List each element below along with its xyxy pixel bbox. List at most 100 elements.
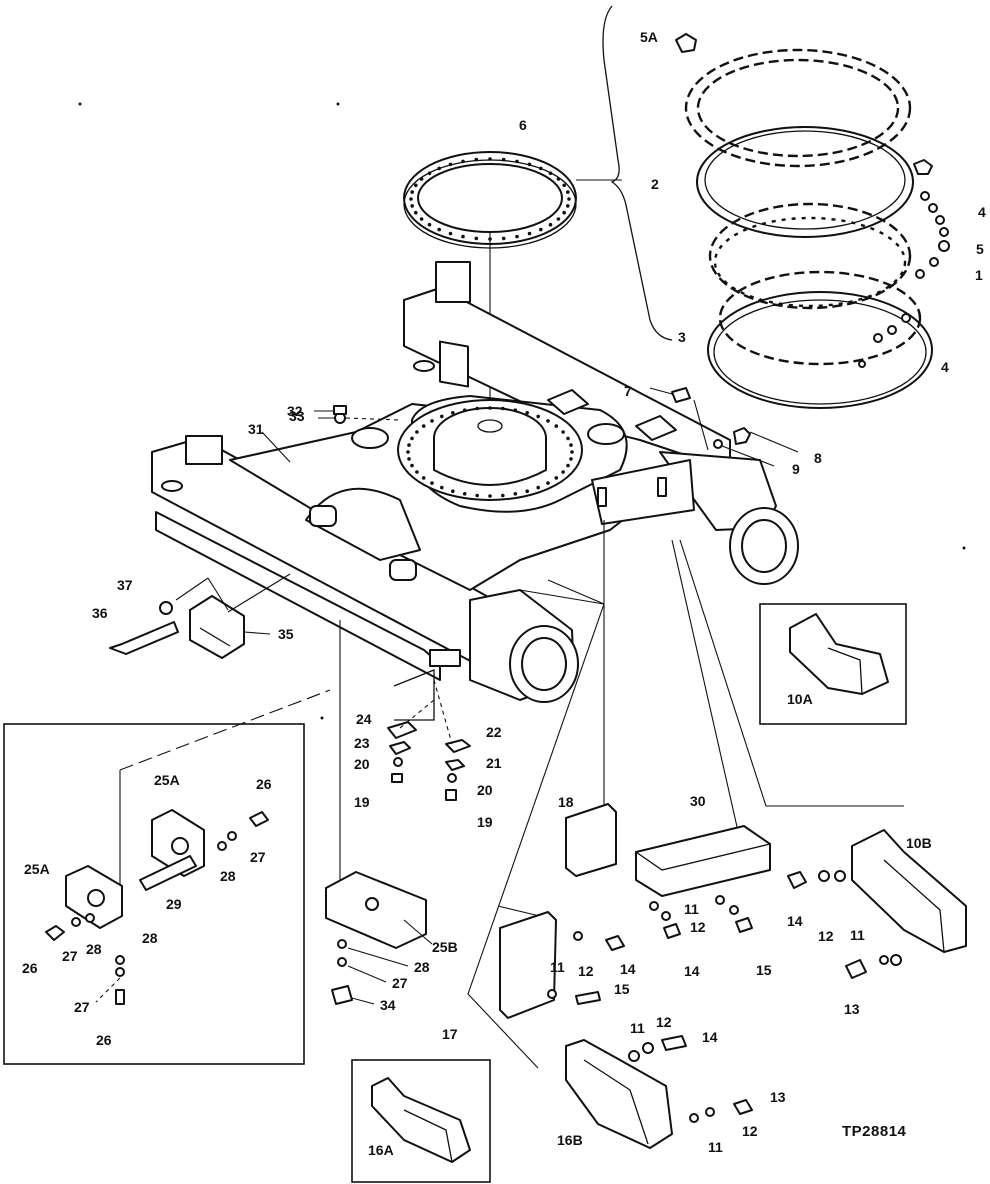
bolt-hole <box>566 463 570 468</box>
bolt-hole <box>414 210 418 215</box>
bolt-hole <box>407 443 411 447</box>
callout-17: 17 <box>442 1026 458 1042</box>
callout-29: 29 <box>166 896 182 912</box>
callout-28-top: 28 <box>220 868 236 884</box>
track-guide-35 <box>109 573 291 659</box>
callout-25A-top: 25A <box>154 772 180 788</box>
bolt-hole <box>539 166 543 171</box>
callout-12-16B-lower: 12 <box>742 1123 758 1139</box>
figure-reference: TP28814 <box>842 1123 907 1140</box>
callout-11-16B: 11 <box>630 1020 645 1036</box>
bolt-hole <box>562 183 566 188</box>
bracket-25B <box>325 871 433 1005</box>
bolt-hole <box>474 157 479 162</box>
callout-28-center: 28 <box>142 930 158 946</box>
bolt-hole <box>527 231 532 236</box>
plate-17 <box>499 911 625 1019</box>
track-frame <box>151 261 799 703</box>
bolt-hole <box>440 485 444 490</box>
inset-10A <box>759 603 907 725</box>
callout-8: 8 <box>814 450 822 466</box>
callout-23: 23 <box>354 735 370 751</box>
callout-25A-left: 25A <box>24 861 50 877</box>
bolt-hole <box>488 406 492 410</box>
inset-25A <box>3 723 305 1065</box>
callout-5A: 5A <box>640 29 658 45</box>
bolt-hole <box>561 430 565 434</box>
callout-7: 7 <box>624 383 632 399</box>
bolt-hole <box>554 424 559 428</box>
callout-14-16B: 14 <box>702 1029 718 1045</box>
bolt-hole <box>554 476 559 480</box>
callout-34: 34 <box>380 997 396 1013</box>
bolt-hole <box>539 227 543 232</box>
callout-16A: 16A <box>368 1142 394 1158</box>
bolt-hole <box>448 231 453 236</box>
callout-26-left: 26 <box>22 960 38 976</box>
bolt-hole <box>561 470 565 474</box>
hardware-near-30 <box>649 895 753 939</box>
callout-19-right: 19 <box>477 814 493 830</box>
bolt-hole <box>440 414 444 419</box>
callout-27-top: 27 <box>250 849 266 865</box>
bolt-hole <box>570 450 574 454</box>
callout-16B: 16B <box>557 1132 583 1148</box>
bolt-hole <box>427 171 432 176</box>
bolt-hole <box>427 222 432 227</box>
callout-4: 4 <box>978 204 986 220</box>
bolt-hole <box>566 204 570 208</box>
bolt-hole <box>501 493 505 498</box>
callout-13-10B: 13 <box>844 1001 860 1017</box>
callout-30: 30 <box>690 793 706 809</box>
bolt-hole <box>548 222 553 227</box>
parts-7-8-9 <box>649 387 799 467</box>
bar-30 <box>635 825 771 897</box>
bearing-race-3 <box>707 270 933 409</box>
callout-11-17: 11 <box>550 959 565 975</box>
callout-28-25B: 28 <box>414 959 430 975</box>
callout-4-lower: 4 <box>941 359 949 375</box>
shield-10A <box>789 613 889 695</box>
bolt-hole <box>430 481 434 485</box>
bolt-hole <box>569 443 573 447</box>
bolt-hole <box>548 171 553 176</box>
leader-inset-25A <box>119 689 331 771</box>
bolt-hole <box>546 481 550 485</box>
bolt-hole <box>536 414 540 419</box>
bolt-hole <box>567 197 571 201</box>
bolt-hole <box>556 177 561 181</box>
callout-33: 33 <box>289 408 305 424</box>
callout-37: 37 <box>117 577 133 593</box>
upper-seal-5A <box>675 33 912 168</box>
bearing-race-2 <box>696 126 933 238</box>
callout-2: 2 <box>651 176 659 192</box>
callout-36: 36 <box>92 605 108 621</box>
bearing-balls <box>858 191 950 368</box>
bolt-hole <box>410 190 415 194</box>
callout-5: 5 <box>976 241 984 257</box>
assembly-lines <box>467 520 904 1069</box>
bolt-hole <box>546 419 550 423</box>
bolt-hole <box>415 430 419 434</box>
callout-6: 6 <box>519 117 527 133</box>
callout-20-right: 20 <box>477 782 493 798</box>
callout-14-10B: 14 <box>787 913 803 929</box>
inset-16A <box>351 1059 491 1183</box>
bolt-hole <box>448 162 453 167</box>
bolt-hole <box>421 424 426 428</box>
bolt-hole <box>536 485 540 490</box>
bolt-hole <box>406 450 410 454</box>
callout-19: 19 <box>354 794 370 810</box>
shield-16B <box>565 1035 753 1149</box>
plate-18 <box>565 803 617 877</box>
callout-12-16B: 12 <box>656 1014 672 1030</box>
bolt-hole <box>419 217 424 221</box>
shield-16A <box>371 1077 471 1163</box>
callout-27-bottom: 27 <box>74 999 90 1015</box>
bolt-hole <box>410 204 415 208</box>
callout-24: 24 <box>356 711 372 727</box>
callout-27-left: 27 <box>62 948 78 964</box>
callout-32: 32 <box>287 403 303 419</box>
bolt-hole <box>437 227 442 232</box>
